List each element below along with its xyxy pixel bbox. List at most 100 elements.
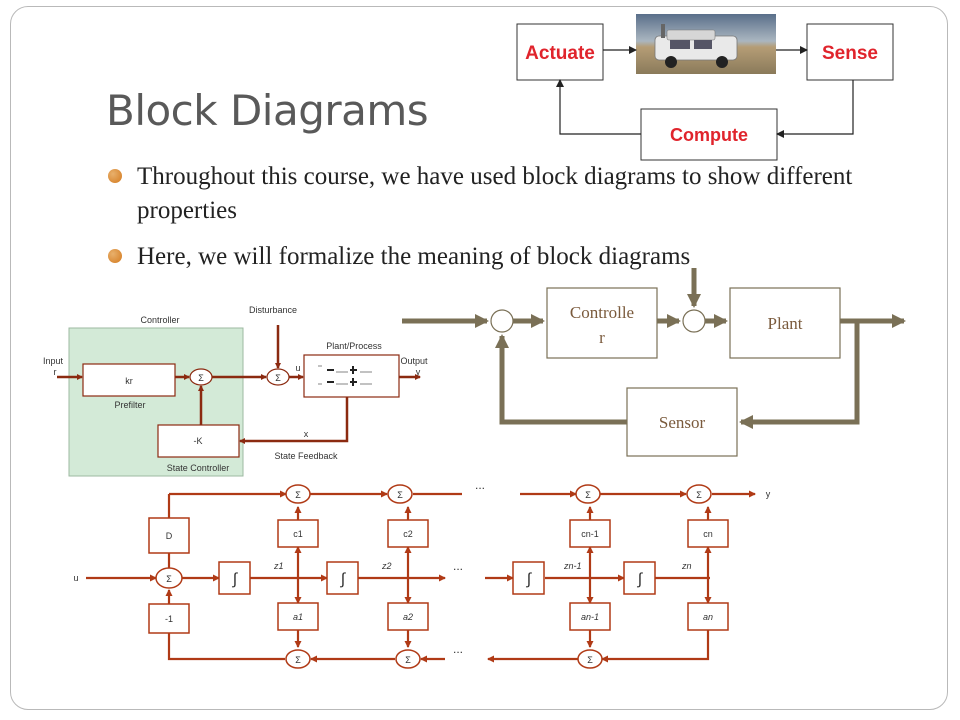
minus-one-block (148, 603, 190, 634)
controller-label-line2: r (599, 328, 605, 347)
output-sum-junction-2 (387, 484, 413, 504)
output-sum-symbol-4: Σ (696, 490, 702, 500)
output-sum-symbol-3: Σ (585, 490, 591, 500)
integrator-symbol-2: ∫ (340, 571, 347, 588)
state-equations-graphic (318, 365, 372, 385)
input-sum-junction (155, 567, 183, 589)
disturbance-label: Disturbance (249, 305, 297, 315)
ellipsis-middle: ... (453, 559, 463, 573)
an-minus-1-label: an-1 (581, 612, 599, 622)
kr-block (82, 363, 176, 397)
integrator-block-3 (512, 561, 545, 595)
cn-minus-1-label: cn-1 (581, 529, 599, 539)
input-label-line1: Input (43, 356, 64, 366)
feedback-sum-symbol-c: Σ (587, 655, 593, 665)
d-block (148, 517, 190, 554)
sense-label: Sense (822, 43, 878, 64)
z2-label: z2 (381, 561, 392, 571)
bullet-list: Throughout this course, we have used blo… (108, 160, 888, 286)
state-feedback-diagram: Controller Disturbance Plant/Process Inp… (43, 305, 428, 477)
feedback-sum-junction-a (285, 649, 311, 669)
d-label: D (166, 531, 173, 541)
bullet-text: Throughout this course, we have used blo… (137, 163, 853, 224)
bullet-item: Throughout this course, we have used blo… (108, 160, 888, 228)
c1-label: c1 (293, 529, 303, 539)
a2-block (387, 602, 429, 631)
bullet-dot-icon (108, 249, 122, 263)
sensor-label: Sensor (659, 413, 706, 432)
cn-minus-1-block (569, 519, 611, 548)
controller-sum-symbol: Σ (198, 373, 204, 383)
state-equations-symbols (327, 366, 357, 386)
bullet-dot-icon (108, 169, 122, 183)
feedback-sum-symbol-a: Σ (295, 655, 301, 665)
feedback-sum-junction-b (395, 649, 421, 669)
plant-block (729, 287, 841, 359)
state-diagram-wires (57, 325, 421, 444)
integrator-symbol-3: ∫ (526, 571, 533, 588)
neg-k-label: -K (194, 436, 203, 446)
output-y-label: y (766, 489, 771, 499)
sensor-block (626, 387, 738, 457)
integrator-symbol-4: ∫ (637, 571, 644, 588)
controller-label-line1: Controlle (570, 303, 634, 322)
feedback-sum-junction-2 (682, 309, 706, 333)
slide-frame (10, 6, 948, 710)
ellipsis-bottom: ... (453, 642, 463, 656)
input-sum-symbol: Σ (166, 574, 172, 584)
controller-title: Controller (140, 315, 179, 325)
output-sum-symbol-2: Σ (397, 490, 403, 500)
disturbance-sum-symbol: Σ (275, 373, 281, 383)
c2-label: c2 (403, 529, 413, 539)
feedback-sum-junction-1 (490, 309, 514, 333)
actuate-box (516, 23, 604, 81)
zn-minus-1-label: zn-1 (563, 561, 582, 571)
integrator-block-2 (326, 561, 359, 595)
vehicle-photo (636, 14, 776, 74)
prefilter-label: Prefilter (114, 400, 145, 410)
zn-label: zn (681, 561, 692, 571)
cn-label: cn (703, 529, 713, 539)
slide-title: Block Diagrams (106, 86, 429, 135)
a2-label: a2 (403, 612, 413, 622)
plant-process-label: Plant/Process (326, 341, 382, 351)
output-label-line1: Output (400, 356, 428, 366)
output-sum-junction-3 (575, 484, 601, 504)
state-controller-label: State Controller (167, 463, 230, 473)
plant-input-u-label: u (295, 363, 300, 373)
c2-block (387, 519, 429, 548)
output-label-line2: y (416, 367, 421, 377)
an-block (687, 602, 729, 631)
plant-process-block (303, 354, 400, 398)
input-label-line2: r (54, 367, 57, 377)
feedback-sum-junction-c (577, 649, 603, 669)
integrator-symbol-1: ∫ (232, 571, 239, 588)
output-sum-symbol-1: Σ (295, 490, 301, 500)
controller-block (546, 287, 658, 359)
compute-label: Compute (670, 125, 748, 145)
a1-block (277, 602, 319, 631)
bullet-text: Here, we will formalize the meaning of b… (137, 243, 691, 270)
kr-label: kr (125, 376, 133, 386)
output-sum-junction-4 (686, 484, 712, 504)
neg-k-block (157, 424, 240, 458)
feedback-sum-symbol-b: Σ (405, 655, 411, 665)
a1-label: a1 (293, 612, 303, 622)
plant-label: Plant (768, 314, 803, 333)
bullet-item: Here, we will formalize the meaning of b… (108, 240, 888, 274)
c1-block (277, 519, 319, 548)
an-minus-1-block (569, 602, 611, 631)
cn-block (687, 519, 729, 548)
output-sum-junction-1 (285, 484, 311, 504)
minus-one-label: -1 (165, 614, 173, 624)
state-feedback-label: State Feedback (274, 451, 338, 461)
feedback-arrows (402, 268, 906, 429)
canonical-realization-diagram: D -1 ∫ ∫ ∫ ∫ c1 c2 cn-1 cn a1 a2 an-1 an… (73, 478, 771, 669)
realization-wires (86, 490, 756, 663)
integrator-block-1 (218, 561, 251, 595)
input-u-label: u (73, 573, 78, 583)
state-x-label: x (304, 429, 309, 439)
z1-label: z1 (273, 561, 284, 571)
an-label: an (703, 612, 713, 622)
sense-compute-actuate-loop: Actuate Sense Compute (516, 14, 894, 161)
